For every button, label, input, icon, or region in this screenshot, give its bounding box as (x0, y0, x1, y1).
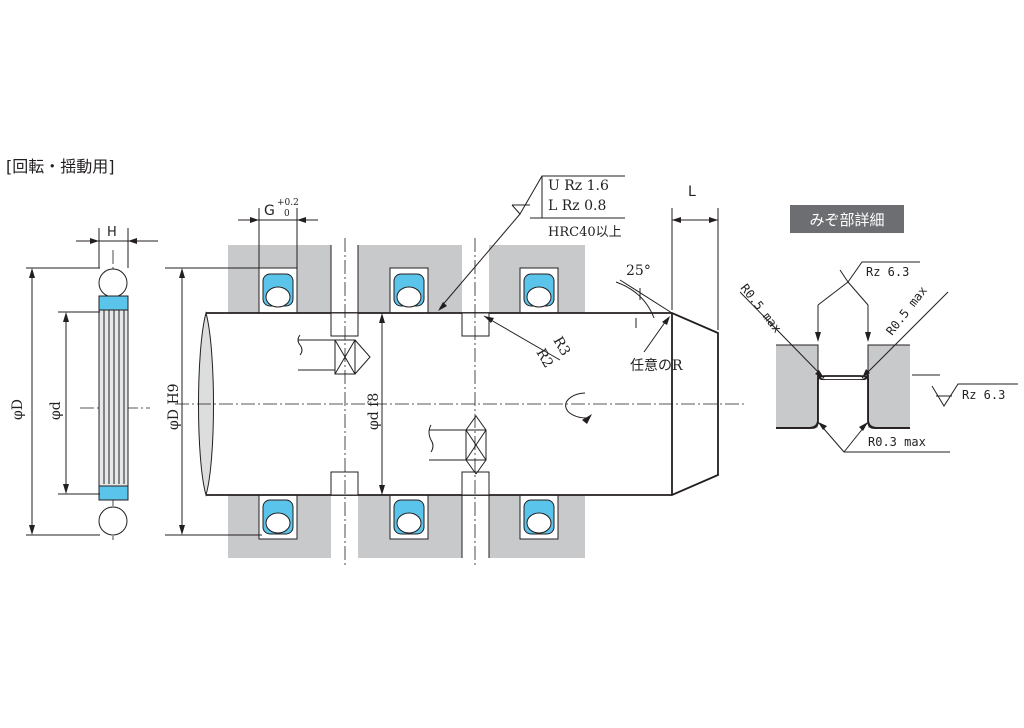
chamfer-angle: 25° (615, 263, 673, 328)
surface-spec-line1: U Rz 1.6 (548, 178, 609, 194)
seal-top-1 (262, 273, 294, 308)
groove-radius-bottom: R0.3 max (868, 435, 926, 449)
groove-width-dim: G +0.2 0 (238, 198, 318, 268)
groove-tol-upper: +0.2 (277, 198, 299, 208)
surface-spec-line2: L Rz 0.8 (548, 198, 606, 214)
seal-bottom-1 (262, 499, 294, 535)
groove-rz-top: Rz 6.3 (866, 265, 909, 279)
radius-r3: R3 (550, 334, 574, 359)
seal-bottom-3 (523, 499, 555, 535)
seal-outer-dia-label: φD (10, 399, 26, 420)
chamfer-length-dim: L (671, 184, 719, 330)
chamfer-length-label: L (688, 184, 696, 200)
housing-assembly (228, 245, 585, 558)
groove-tol-lower: 0 (284, 209, 290, 219)
any-radius-label: 任意のR (630, 357, 683, 374)
seal-inner-dia-label: φd (48, 401, 64, 420)
shaft-dim: φd f8 (366, 313, 385, 495)
groove-detail-title-bg (790, 205, 904, 233)
seal-top-2 (393, 273, 425, 308)
groove-rz-right: Rz 6.3 (962, 388, 1005, 402)
groove-detail: みぞ部詳細 Rz 6.3 R0.5 max R0.5 max (738, 205, 1018, 453)
rotation-arrow (565, 392, 592, 424)
surface-roughness-callout: U Rz 1.6 L Rz 0.8 HRC40以上 (438, 175, 625, 311)
chamfer-angle-label: 25° (626, 263, 651, 279)
shaft-label: φd f8 (366, 393, 382, 430)
groove-radius-right: R0.5 max (883, 284, 930, 338)
edge-radius-callout: R3 R2 (483, 315, 574, 371)
bore-label: φD H9 (166, 383, 182, 430)
any-radius-callout: 任意のR (630, 316, 683, 374)
bore-dim: φD H9 (165, 267, 262, 536)
groove-detail-title: みぞ部詳細 (809, 211, 884, 229)
seal-top-3 (523, 273, 555, 308)
surface-spec-hardness: HRC40以上 (548, 225, 622, 240)
groove-radius-left: R0.5 max (738, 281, 785, 335)
radius-r2: R2 (533, 346, 557, 371)
seal-bottom-2 (393, 499, 425, 535)
seal-section-view: H φD φd (10, 225, 158, 540)
seal-width-label: H (107, 225, 117, 240)
page-title: [回転・揺動用] (6, 157, 115, 176)
groove-width-label: G (264, 203, 275, 219)
